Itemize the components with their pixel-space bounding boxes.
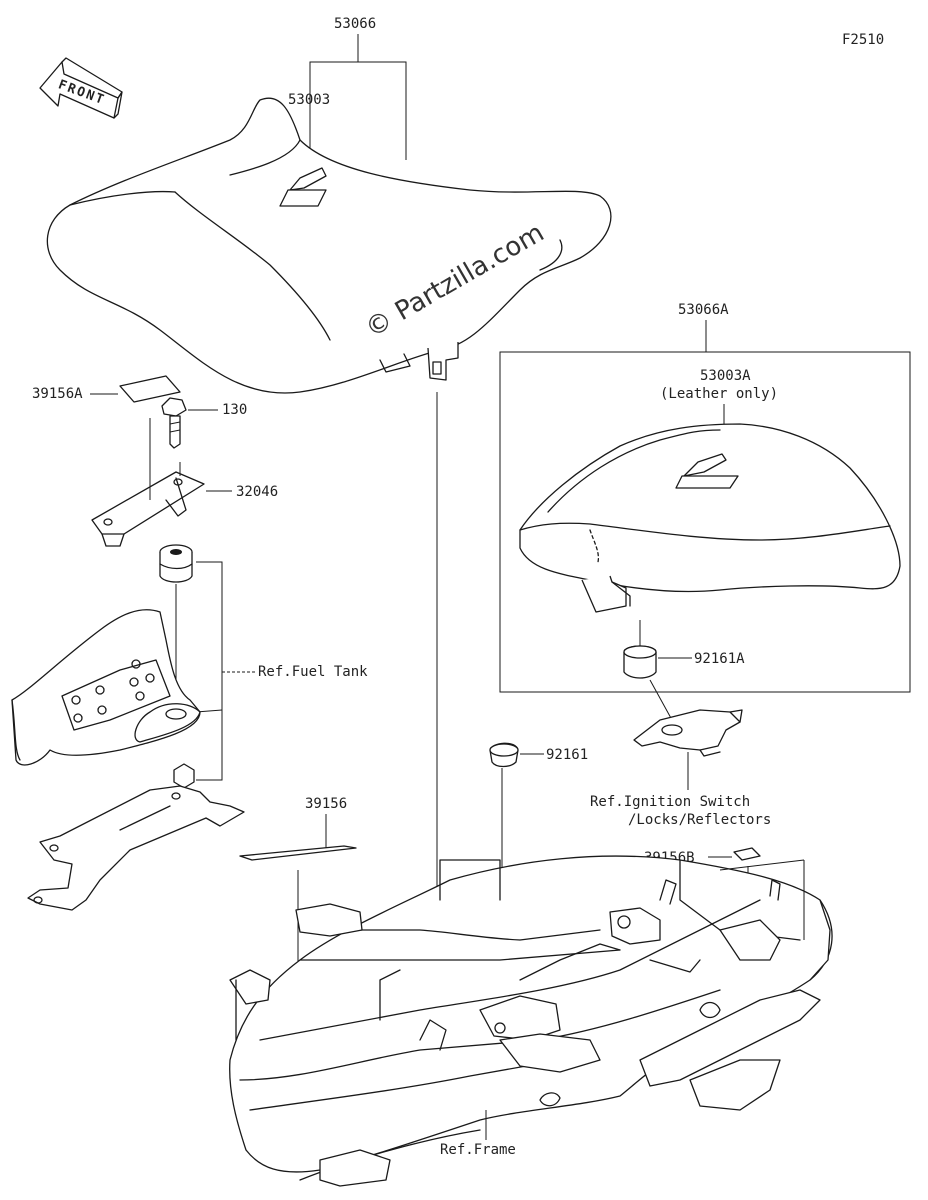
- rear-frame: [229, 855, 833, 1187]
- label-53066: 53066: [334, 16, 376, 32]
- label-plate: [239, 845, 357, 861]
- label-39156: 39156: [305, 796, 347, 812]
- front-seat: [46, 97, 612, 394]
- label-92161: 92161: [546, 747, 588, 763]
- front-damper: [489, 742, 519, 768]
- label-53066A: 53066A: [678, 302, 729, 318]
- label-39156A: 39156A: [32, 386, 83, 402]
- ref-frame: Ref.Frame: [440, 1142, 516, 1158]
- ref-fuel-tank: Ref.Fuel Tank: [258, 664, 368, 680]
- rear-damper: [623, 645, 657, 679]
- label-53003A-note: (Leather only): [660, 386, 778, 402]
- label-32046: 32046: [236, 484, 278, 500]
- fuel-tank-mount: [11, 609, 201, 766]
- figure-code: F2510: [842, 32, 884, 48]
- nut: [173, 763, 195, 789]
- label-92161A: 92161A: [694, 651, 745, 667]
- ref-ignition-line2: /Locks/Reflectors: [628, 812, 771, 828]
- frame-bracket: [27, 785, 245, 911]
- ignition-switch-bracket: [633, 709, 743, 757]
- label-53003A: 53003A: [700, 368, 751, 384]
- ref-ignition-line1: Ref.Ignition Switch: [590, 794, 750, 810]
- grommet: [159, 544, 193, 583]
- bolt-130: [161, 397, 187, 449]
- seat-assembly-callout: 53066: [309, 16, 407, 170]
- rear-seat-box: [499, 351, 911, 693]
- bracket-32046: [91, 418, 205, 547]
- front-arrow-icon: FRONT: [39, 57, 123, 119]
- rear-seat: [519, 423, 901, 613]
- label-53003: 53003: [288, 92, 330, 108]
- label-plate-a: [119, 375, 181, 403]
- label-130: 130: [222, 402, 247, 418]
- label-plate-b: [733, 847, 761, 861]
